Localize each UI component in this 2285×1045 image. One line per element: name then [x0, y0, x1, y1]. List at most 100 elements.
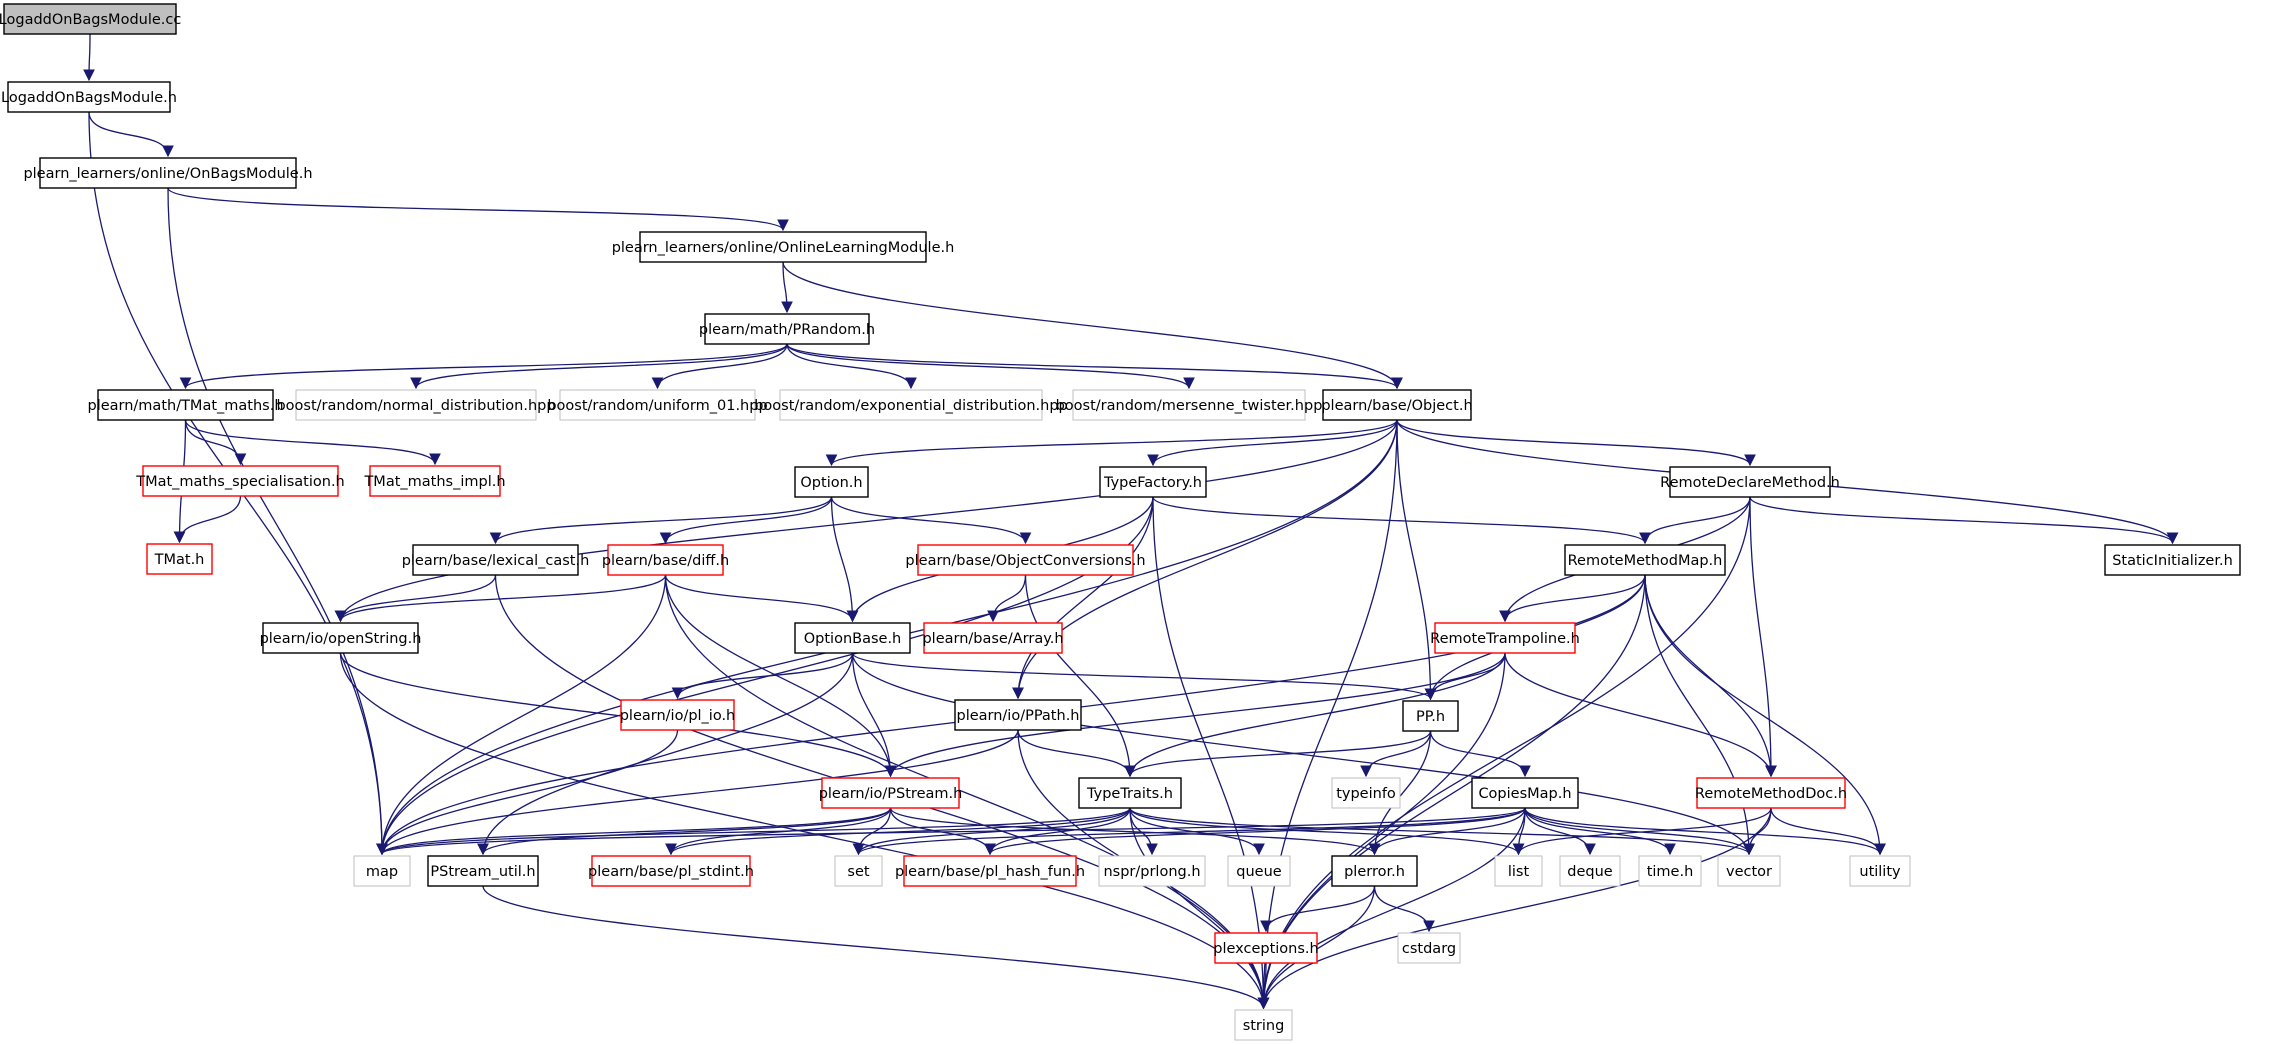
- node-tmatmaths[interactable]: plearn/math/TMat_maths.h: [87, 389, 284, 421]
- node-lexical[interactable]: plearn/base/lexical_cast.h: [402, 544, 590, 576]
- node-box[interactable]: [1494, 855, 1543, 887]
- node-box[interactable]: [821, 777, 960, 809]
- node-box[interactable]: [1322, 389, 1472, 421]
- node-openstring[interactable]: plearn/io/openString.h: [260, 622, 422, 654]
- node-logadd-cc[interactable]: LogaddOnBagsModule.cc: [0, 3, 181, 35]
- node-deque[interactable]: deque: [1559, 855, 1621, 887]
- node-box[interactable]: [1696, 777, 1846, 809]
- node-rdecl[interactable]: RemoteDeclareMethod.h: [1660, 466, 1840, 498]
- node-online[interactable]: plearn_learners/online/OnlineLearningMod…: [612, 231, 955, 263]
- node-box[interactable]: [3, 3, 177, 35]
- node-typefactory[interactable]: TypeFactory.h: [1099, 466, 1207, 498]
- node-tmatimpl[interactable]: TMat_maths_impl.h: [363, 465, 506, 497]
- node-box[interactable]: [559, 389, 756, 421]
- node-typetraits[interactable]: TypeTraits.h: [1078, 777, 1182, 809]
- node-static[interactable]: StaticInitializer.h: [2104, 544, 2241, 576]
- node-tmatspec[interactable]: TMat_maths_specialisation.h: [135, 465, 345, 497]
- node-time[interactable]: time.h: [1638, 855, 1702, 887]
- node-box[interactable]: [1072, 389, 1306, 421]
- node-plexceptions[interactable]: plexceptions.h: [1213, 932, 1319, 964]
- node-objconv[interactable]: plearn/base/ObjectConversions.h: [905, 544, 1146, 576]
- node-logadd-h[interactable]: LogaddOnBagsModule.h: [1, 81, 177, 113]
- node-box[interactable]: [39, 157, 297, 189]
- node-tmat[interactable]: TMat.h: [146, 543, 213, 575]
- node-cstdarg[interactable]: cstdarg: [1397, 932, 1461, 964]
- node-box[interactable]: [794, 622, 911, 654]
- node-copiesmap[interactable]: CopiesMap.h: [1471, 777, 1579, 809]
- node-hashfun[interactable]: plearn/base/pl_hash_fun.h: [895, 855, 1085, 887]
- node-box[interactable]: [412, 544, 579, 576]
- node-option[interactable]: Option.h: [794, 466, 869, 498]
- node-box[interactable]: [1638, 855, 1702, 887]
- node-box[interactable]: [903, 855, 1077, 887]
- node-plio[interactable]: plearn/io/pl_io.h: [620, 699, 736, 731]
- node-box[interactable]: [1099, 466, 1207, 498]
- node-box[interactable]: [1471, 777, 1579, 809]
- node-map[interactable]: map: [353, 855, 411, 887]
- node-box[interactable]: [923, 622, 1063, 654]
- node-prlong[interactable]: nspr/prlong.h: [1098, 855, 1206, 887]
- node-box[interactable]: [1564, 544, 1726, 576]
- node-prandom[interactable]: plearn/math/PRandom.h: [699, 313, 875, 345]
- node-box[interactable]: [97, 389, 274, 421]
- node-utility[interactable]: utility: [1849, 855, 1911, 887]
- node-box[interactable]: [1717, 855, 1781, 887]
- node-box[interactable]: [704, 313, 870, 345]
- node-stdint[interactable]: plearn/base/pl_stdint.h: [588, 855, 754, 887]
- node-rmap[interactable]: RemoteMethodMap.h: [1564, 544, 1726, 576]
- node-object[interactable]: plearn/base/Object.h: [1321, 389, 1473, 421]
- node-box[interactable]: [146, 543, 213, 575]
- node-box[interactable]: [262, 622, 419, 654]
- node-set[interactable]: set: [834, 855, 883, 887]
- node-box[interactable]: [1559, 855, 1621, 887]
- node-box[interactable]: [607, 544, 724, 576]
- node-box[interactable]: [142, 465, 339, 497]
- node-array[interactable]: plearn/base/Array.h: [922, 622, 1064, 654]
- node-box[interactable]: [794, 466, 869, 498]
- node-box[interactable]: [1849, 855, 1911, 887]
- node-typeinfo[interactable]: typeinfo: [1331, 777, 1401, 809]
- node-box[interactable]: [1669, 466, 1831, 498]
- node-box[interactable]: [834, 855, 883, 887]
- node-box[interactable]: [1098, 855, 1206, 887]
- node-box[interactable]: [295, 389, 537, 421]
- node-pstream[interactable]: plearn/io/PStream.h: [819, 777, 963, 809]
- node-mersenne[interactable]: boost/random/mersenne_twister.hpp: [1056, 389, 1323, 421]
- node-box[interactable]: [1434, 622, 1576, 654]
- node-diff[interactable]: plearn/base/diff.h: [602, 544, 729, 576]
- node-rtramp[interactable]: RemoteTrampoline.h: [1430, 622, 1580, 654]
- node-box[interactable]: [369, 465, 501, 497]
- node-box[interactable]: [1331, 777, 1401, 809]
- node-box[interactable]: [1402, 700, 1459, 732]
- node-box[interactable]: [1214, 932, 1318, 964]
- node-box[interactable]: [779, 389, 1043, 421]
- node-string[interactable]: string: [1234, 1009, 1293, 1041]
- node-normal[interactable]: boost/random/normal_distribution.hpp: [276, 389, 556, 421]
- node-plerror[interactable]: plerror.h: [1331, 855, 1418, 887]
- node-box[interactable]: [1078, 777, 1182, 809]
- node-optionbase[interactable]: OptionBase.h: [794, 622, 911, 654]
- node-pstreamutil[interactable]: PStream_util.h: [427, 855, 539, 887]
- node-vector[interactable]: vector: [1717, 855, 1781, 887]
- node-box[interactable]: [1331, 855, 1418, 887]
- node-ppath[interactable]: plearn/io/PPath.h: [954, 699, 1082, 731]
- node-onbags[interactable]: plearn_learners/online/OnBagsModule.h: [23, 157, 313, 189]
- node-box[interactable]: [620, 699, 735, 731]
- node-box[interactable]: [639, 231, 927, 263]
- node-box[interactable]: [427, 855, 539, 887]
- node-box[interactable]: [1227, 855, 1291, 887]
- node-box[interactable]: [1397, 932, 1461, 964]
- node-box[interactable]: [7, 81, 171, 113]
- node-box[interactable]: [2104, 544, 2241, 576]
- node-box[interactable]: [917, 544, 1134, 576]
- node-box[interactable]: [1234, 1009, 1293, 1041]
- node-list[interactable]: list: [1494, 855, 1543, 887]
- node-uniform[interactable]: boost/random/uniform_01.hpp: [547, 389, 768, 421]
- node-rmdoc[interactable]: RemoteMethodDoc.h: [1695, 777, 1847, 809]
- node-pp[interactable]: PP.h: [1402, 700, 1459, 732]
- node-queue[interactable]: queue: [1227, 855, 1291, 887]
- node-expo[interactable]: boost/random/exponential_distribution.hp…: [754, 389, 1068, 421]
- node-box[interactable]: [353, 855, 411, 887]
- node-box[interactable]: [591, 855, 751, 887]
- node-box[interactable]: [954, 699, 1082, 731]
